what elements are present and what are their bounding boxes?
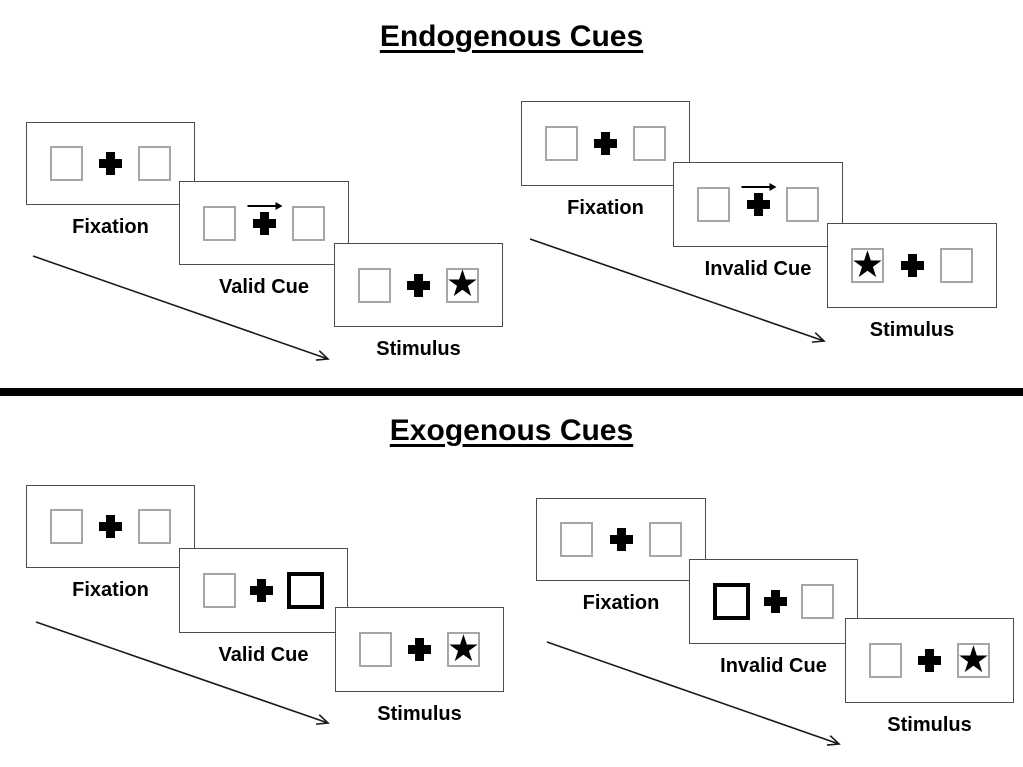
right-target-box: ★ [446,626,481,670]
left-placeholder-box [203,573,236,608]
fixation-cross-icon [407,273,430,297]
right-target-box: ★ [445,262,480,305]
frame-label: Fixation [72,579,149,601]
central-fixation-area [594,132,617,155]
left-placeholder-box [50,146,83,181]
frame-valid-cue: Valid Cue [179,548,348,667]
central-fixation-area [408,638,431,661]
central-fixation-area [918,649,941,672]
stimulus-panel: ★ [334,243,503,327]
endogenous-section-title: Endogenous Cues [379,20,644,53]
frame-label: Fixation [72,216,149,238]
frame-label: Fixation [567,197,644,219]
fixation-cross-icon [252,211,276,235]
frame-invalid-cue: Invalid Cue [673,162,843,281]
frame-fixation: Fixation [26,485,195,602]
frame-label: Valid Cue [218,276,310,298]
frame-label: Invalid Cue [720,655,827,677]
frame-stimulus: ★ Stimulus [845,618,1014,737]
right-placeholder-box [138,146,171,181]
frame-label: Stimulus [377,703,462,725]
right-placeholder-box [801,584,834,619]
cue-panel [179,181,349,265]
frame-fixation: Fixation [521,101,690,220]
stimulus-panel: ★ [827,223,997,308]
left-placeholder-box [869,643,902,678]
star-icon: ★ [850,242,885,286]
left-placeholder-box [560,522,593,557]
left-placeholder-box [203,205,236,241]
right-cued-box [287,572,324,609]
star-icon: ★ [446,626,481,670]
left-target-box: ★ [850,242,885,286]
fixation-cross-icon [609,528,633,551]
central-fixation-area [741,183,777,216]
right-placeholder-box [292,205,325,241]
frame-invalid-cue: Invalid Cue [689,559,858,678]
frame-label: Stimulus [869,319,955,341]
right-placeholder-box [138,509,171,544]
central-fixation-area [900,254,924,277]
frame-label: Invalid Cue [704,258,812,280]
fixation-panel [536,498,706,581]
star-icon: ★ [956,637,991,681]
sequence-arrow-exogenous-invalid [546,641,841,746]
right-placeholder-box [649,522,682,557]
fixation-panel [521,101,690,186]
cue-panel [179,548,348,633]
fixation-cross-icon [99,152,122,175]
sequence-arrow-exogenous-valid [35,621,330,725]
frame-stimulus: ★ Stimulus [335,607,504,726]
frame-fixation: Fixation [26,122,195,239]
left-placeholder-box [359,632,392,667]
left-placeholder-box [545,126,578,161]
frame-valid-cue: Valid Cue [179,181,349,299]
fixation-cross-icon [408,638,431,661]
central-fixation-area [99,152,122,175]
central-fixation-area [407,273,430,297]
right-placeholder-box [940,248,973,283]
fixation-panel [26,485,195,568]
fixation-cross-icon [746,193,770,216]
central-fixation-area [250,579,273,602]
fixation-panel [26,122,195,205]
section-divider [0,388,1023,396]
fixation-cross-icon [250,579,273,602]
stimulus-panel: ★ [845,618,1014,703]
frame-stimulus: ★ Stimulus [334,243,503,361]
frame-label: Fixation [582,592,660,614]
sequence-arrow-endogenous-valid [32,255,330,361]
frame-label: Stimulus [887,714,972,736]
fixation-cross-icon [918,649,941,672]
cue-panel [673,162,843,247]
frame-stimulus: ★ Stimulus [827,223,997,342]
fixation-cross-icon [764,590,787,613]
frame-fixation: Fixation [536,498,706,615]
left-cued-box [713,583,750,620]
right-placeholder-box [633,126,666,161]
left-placeholder-box [358,267,391,303]
stimulus-panel: ★ [335,607,504,692]
star-icon: ★ [445,262,480,305]
central-fixation-area [764,590,787,613]
frame-label: Valid Cue [218,644,309,666]
left-placeholder-box [50,509,83,544]
exogenous-section-title: Exogenous Cues [389,414,634,447]
left-placeholder-box [697,187,730,222]
right-placeholder-box [786,187,819,222]
central-fixation-area [247,201,283,235]
central-fixation-area [99,515,122,538]
sequence-arrow-endogenous-invalid [529,238,826,343]
cue-panel [689,559,858,644]
right-target-box: ★ [956,637,991,681]
fixation-cross-icon [900,254,924,277]
frame-label: Stimulus [376,338,461,360]
central-fixation-area [609,528,633,551]
arrow-right-icon [741,183,777,191]
fixation-cross-icon [99,515,122,538]
arrow-right-icon [247,201,283,210]
fixation-cross-icon [594,132,617,155]
